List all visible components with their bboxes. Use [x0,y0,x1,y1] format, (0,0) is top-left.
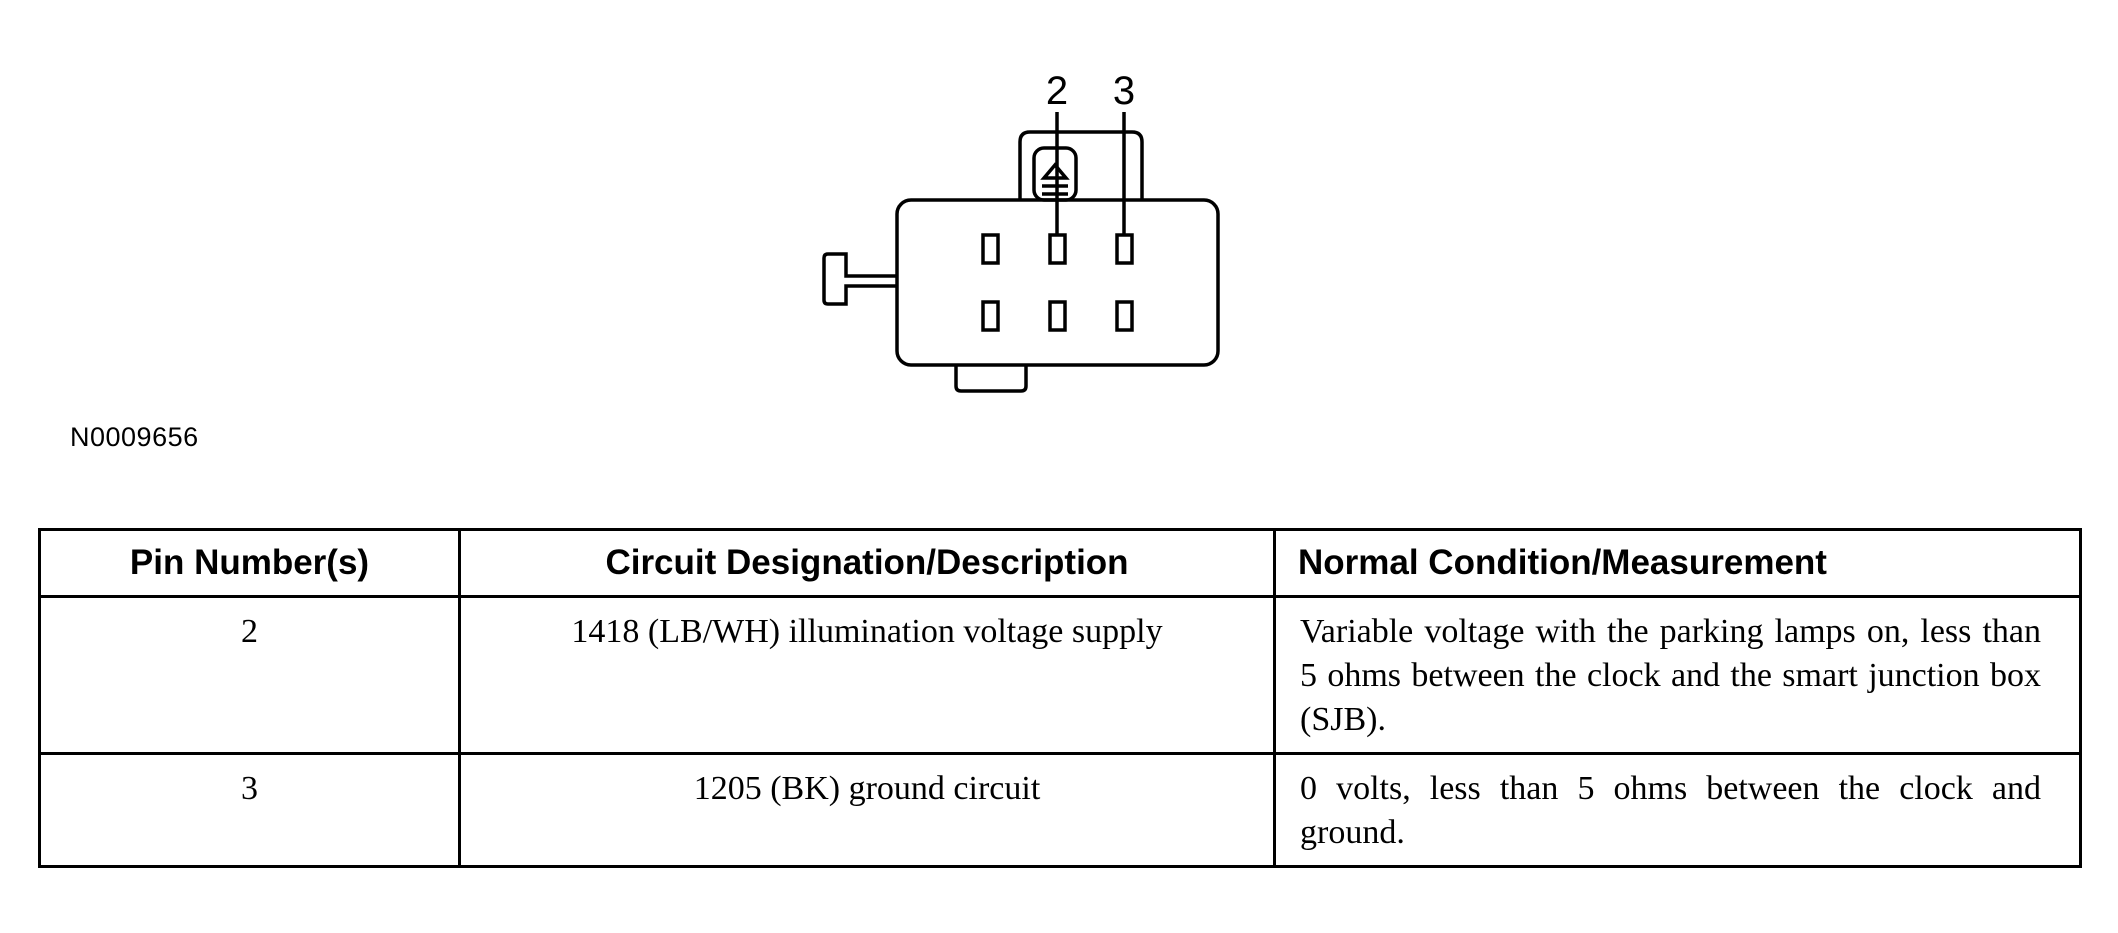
figure-id: N0009656 [70,422,199,452]
cell-circuit-description: 1205 (BK) ground circuit [458,752,1276,868]
terminal-cavity [981,233,1000,265]
table-row: 2 1418 (LB/WH) illumination voltage supp… [38,595,2082,755]
terminal-cavity-pin-2 [1048,233,1067,265]
connector-side-latch [822,252,897,306]
cell-pin-number: 3 [38,752,461,868]
cell-normal-condition: Variable voltage with the parking lamps … [1273,595,2082,755]
terminal-cavity [1048,300,1067,332]
connector-lock-tab [1018,130,1144,200]
cell-circuit-description: 1418 (LB/WH) illumination voltage supply [458,595,1276,755]
header-normal-condition: Normal Condition/Measurement [1273,528,2082,598]
table-row: 3 1205 (BK) ground circuit 0 volts, less… [38,752,2082,868]
header-pin-numbers: Pin Number(s) [38,528,461,598]
connector-lock-window [1032,146,1078,202]
connector-lock-ramp [1040,162,1070,196]
table-header-row: Pin Number(s) Circuit Designation/Descri… [38,528,2082,598]
pin-table: Pin Number(s) Circuit Designation/Descri… [38,528,2082,868]
terminal-cavity [981,300,1000,332]
cell-pin-number: 2 [38,595,461,755]
terminal-cavity-pin-3 [1115,233,1134,265]
pin-label-2: 2 [1046,69,1068,113]
connector-bottom-key [954,365,1028,393]
cell-normal-condition: 0 volts, less than 5 ohms between the cl… [1273,752,2082,868]
pin-label-3: 3 [1113,69,1135,113]
header-circuit-designation: Circuit Designation/Description [458,528,1276,598]
connector-diagram: 2 3 [822,69,1220,393]
terminal-cavity [1115,300,1134,332]
